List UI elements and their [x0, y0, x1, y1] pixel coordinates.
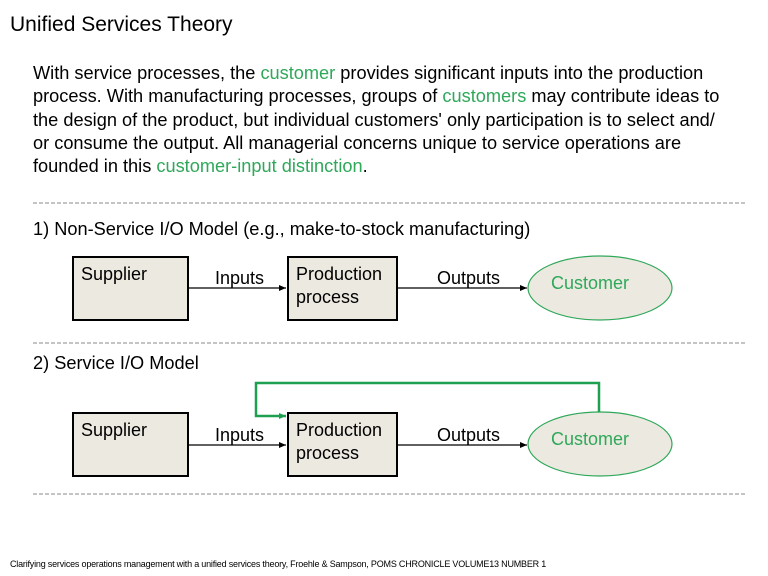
- paragraph-line: or consume the output. All managerial co…: [33, 132, 753, 155]
- text: may contribute ideas to: [526, 86, 720, 107]
- slide-title: Unified Services Theory: [10, 13, 233, 36]
- production-label-line2: process: [296, 443, 359, 463]
- highlight-customer: customer: [260, 63, 336, 83]
- intro-paragraph: With service processes, the customer pro…: [33, 62, 753, 178]
- text: With service processes, the: [33, 63, 261, 83]
- inputs-label: Inputs: [215, 425, 264, 445]
- text: or consume the output. All managerial co…: [33, 132, 682, 153]
- highlight-customer-input-distinction: customer-input distinction: [156, 156, 363, 177]
- customer-label: Customer: [551, 429, 629, 449]
- supplier-label: Supplier: [81, 264, 147, 284]
- supplier-box: [72, 412, 189, 477]
- text: founded in this: [33, 156, 157, 177]
- citation-footer: Clarifying services operations managemen…: [10, 559, 547, 569]
- paragraph-line: the design of the product, but individua…: [33, 109, 753, 132]
- text: the design of the product, but individua…: [33, 109, 715, 130]
- model-2-diagram: Supplier Inputs Production process Outpu…: [72, 381, 673, 477]
- model-1-heading: 1) Non-Service I/O Model (e.g., make-to-…: [33, 219, 531, 239]
- text: process. With manufacturing processes, g…: [33, 86, 443, 107]
- outputs-label: Outputs: [437, 268, 500, 288]
- production-process-box: [287, 256, 398, 321]
- inputs-label: Inputs: [215, 268, 264, 288]
- paragraph-line: With service processes, the customer pro…: [33, 62, 753, 85]
- outputs-label: Outputs: [437, 425, 500, 445]
- text: .: [362, 156, 368, 177]
- supplier-label: Supplier: [81, 420, 147, 440]
- highlight-customers: customers: [442, 86, 527, 107]
- production-process-box: [287, 412, 398, 477]
- model-1-diagram: Supplier Inputs Production process Outpu…: [72, 255, 673, 321]
- customer-input-feedback-arrow: [254, 381, 601, 419]
- production-label-line1: Production: [296, 264, 382, 284]
- text: provides significant inputs into the pro…: [335, 63, 704, 83]
- paragraph-line: process. With manufacturing processes, g…: [33, 85, 753, 108]
- model-2-heading: 2) Service I/O Model: [33, 353, 199, 373]
- paragraph-line: founded in this customer-input distincti…: [33, 155, 753, 178]
- supplier-box: [72, 256, 189, 321]
- customer-label: Customer: [551, 273, 629, 293]
- production-label-line2: process: [296, 287, 359, 307]
- customer-ellipse: [527, 255, 673, 321]
- production-label-line1: Production: [296, 420, 382, 440]
